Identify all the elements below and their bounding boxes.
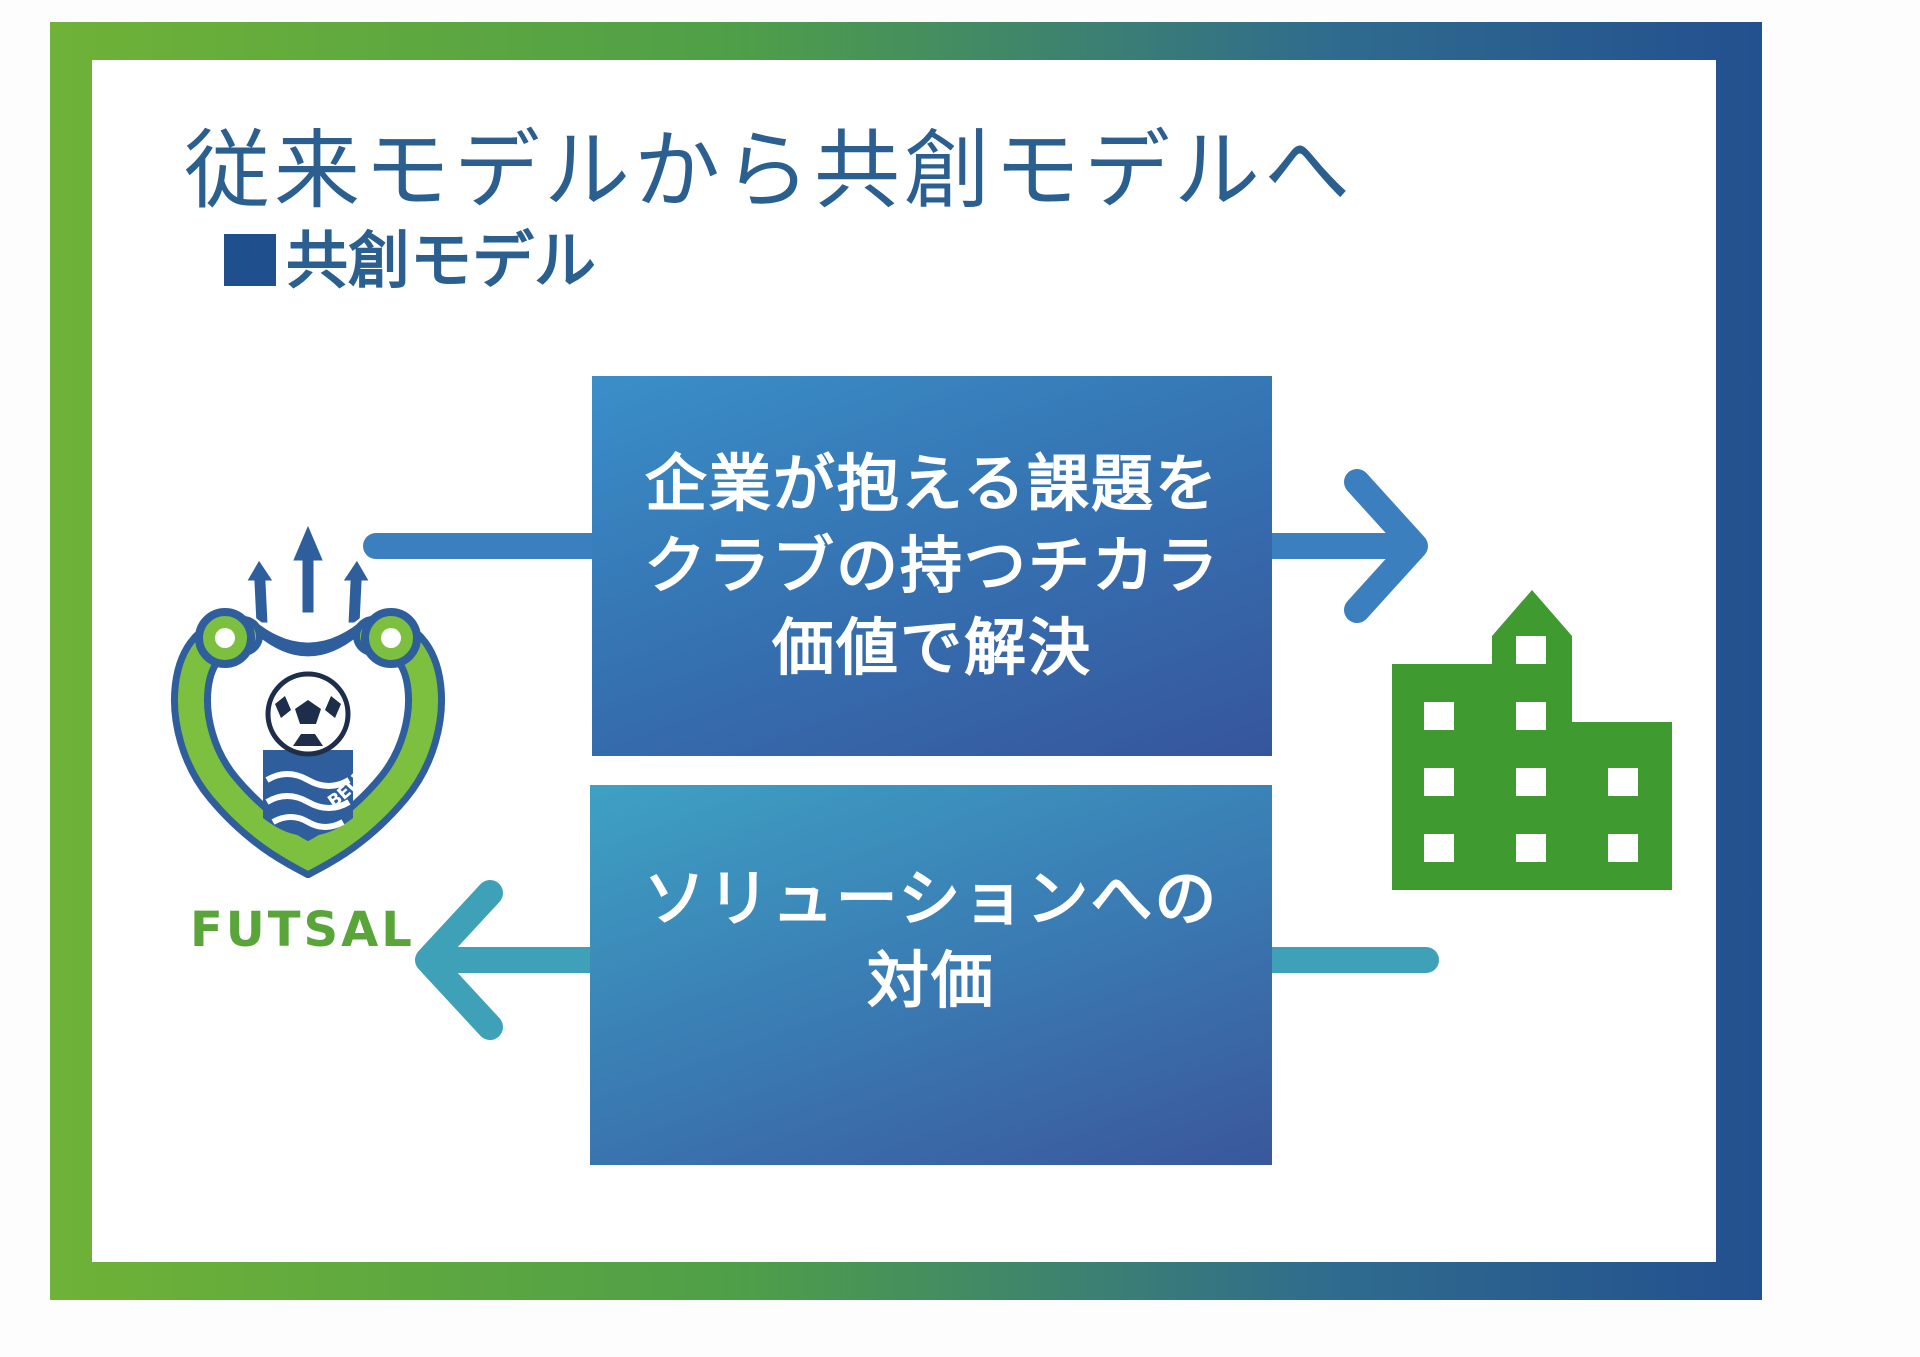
slide-title: 従来モデルから共創モデルへ <box>184 121 1354 221</box>
office-building-icon <box>1392 590 1672 890</box>
payment-line: 対価 <box>866 944 995 1017</box>
club-solution-line: 価値で解決 <box>771 611 1092 684</box>
futsal-caption: FUTSAL <box>190 902 415 958</box>
square-bullet-icon <box>224 234 276 286</box>
payment-box: ソリューションへの 対価 <box>590 785 1272 1165</box>
section-heading-text: 共創モデル <box>286 224 597 297</box>
club-solution-box: 企業が抱える課題を クラブの持つチカラ 価値で解決 <box>592 376 1272 756</box>
crest-text-left: SHONAN <box>220 668 256 760</box>
slide-frame: 従来モデルから共創モデルへ 共創モデル 企業が抱える課題を クラ <box>50 22 1762 1300</box>
club-solution-line: クラブの持つチカラ <box>643 529 1220 602</box>
arrow-right-head <box>1344 469 1428 623</box>
horseshoe-inner <box>178 622 438 871</box>
arrow-left-head <box>415 880 503 1040</box>
payment-text: ソリューションへの 対価 <box>644 858 1219 1022</box>
crest-text-left-path: SHONAN <box>220 668 256 760</box>
section-heading: 共創モデル <box>224 210 596 300</box>
arrow-right-icon <box>363 469 1428 623</box>
soccer-ball-icon <box>265 671 351 757</box>
payment-line: ソリューションへの <box>643 862 1219 935</box>
flow-arrows <box>363 469 1439 1040</box>
arrow-left-icon <box>415 880 1439 1040</box>
trident-icon <box>242 518 374 660</box>
club-solution-line: 企業が抱える課題を <box>644 447 1220 520</box>
slide-content: 従来モデルから共創モデルへ 共創モデル 企業が抱える課題を クラ <box>92 60 1716 1262</box>
shonan-bellmare-crest-icon: SHONAN BELLMARE <box>171 518 445 878</box>
club-solution-text: 企業が抱える課題を クラブの持つチカラ 価値で解決 <box>644 443 1220 689</box>
